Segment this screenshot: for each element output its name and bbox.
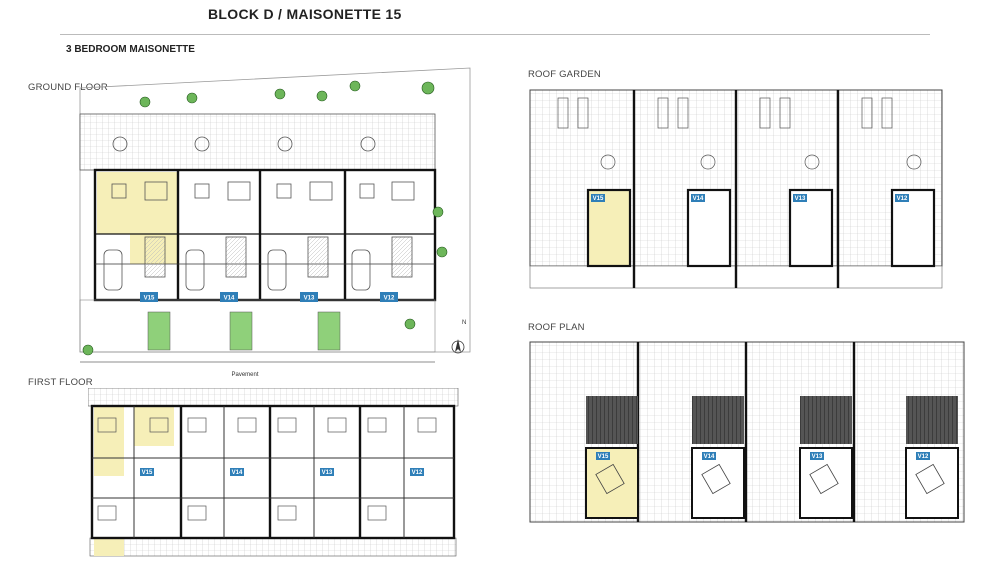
roof-garden-label: ROOF GARDEN — [528, 69, 601, 80]
rg-badge-v15: V15 — [593, 196, 604, 202]
page-title: BLOCK D / MAISONETTE 15 — [208, 6, 402, 22]
north-arrow-icon: N — [451, 320, 466, 354]
watermark — [839, 553, 989, 567]
rg-badge-v12: V12 — [897, 196, 908, 202]
ff-badge-v14: V14 — [232, 470, 243, 476]
ground-floor-plan: V15 V14 V13 V12 Pavement N — [79, 67, 471, 378]
roof-plan-label: ROOF PLAN — [528, 322, 585, 333]
unit-badge-v15: V15 — [144, 296, 155, 302]
unit-badge-v14: V14 — [224, 296, 235, 302]
ground-floor-label: GROUND FLOOR — [28, 82, 108, 93]
rp-badge-v12: V12 — [918, 454, 929, 460]
north-label: N — [462, 320, 466, 326]
first-floor-plan: V15 V14 V13 V12 — [88, 388, 459, 557]
page-subtitle: 3 BEDROOM MAISONETTE — [66, 44, 195, 55]
pavement-label: Pavement — [231, 372, 258, 378]
roof-garden-plan: V15 V14 V13 V12 — [529, 89, 943, 289]
rp-badge-v13: V13 — [812, 454, 823, 460]
ff-badge-v15: V15 — [142, 470, 153, 476]
unit-badge-v12: V12 — [384, 296, 395, 302]
rp-badge-v15: V15 — [598, 454, 609, 460]
title-divider — [60, 34, 930, 35]
rg-badge-v14: V14 — [693, 196, 704, 202]
first-floor-label: FIRST FLOOR — [28, 377, 93, 388]
roof-plan: V15 V14 V13 V12 — [529, 341, 965, 523]
rp-badge-v14: V14 — [704, 454, 715, 460]
ff-badge-v12: V12 — [412, 470, 423, 476]
rg-badge-v13: V13 — [795, 196, 806, 202]
ground-unit-badges: V15 V14 V13 V12 — [140, 292, 398, 302]
ff-badge-v13: V13 — [322, 470, 333, 476]
unit-badge-v13: V13 — [304, 296, 315, 302]
